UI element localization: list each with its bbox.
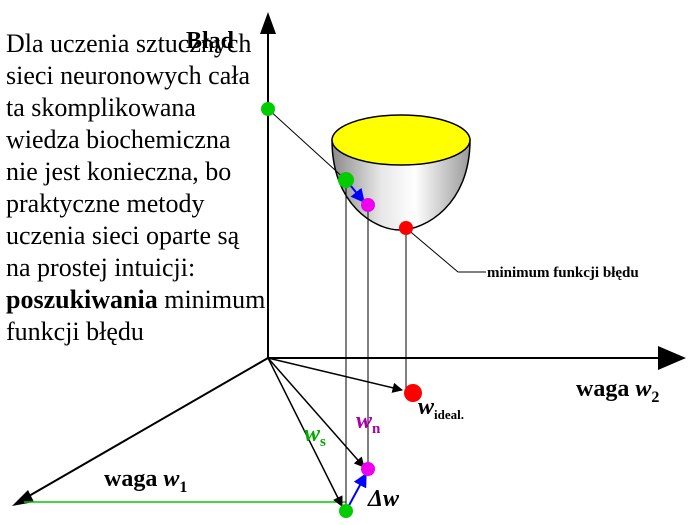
- next-point-on-surface: [361, 198, 375, 212]
- wn-point: [361, 462, 375, 476]
- ws-point: [339, 504, 353, 518]
- current-point-on-surface: [338, 172, 354, 188]
- ideal-weight-point: [404, 384, 422, 402]
- w1-axis-label: waga w1: [104, 466, 187, 496]
- vector-to-ws: [267, 357, 343, 507]
- error-axis-arrowhead: [260, 12, 276, 34]
- intro-bold: poszukiwania: [6, 285, 158, 314]
- wideal-label: wideal.: [418, 394, 464, 422]
- w1-axis: [21, 357, 269, 501]
- delta-w-vector: [345, 472, 367, 512]
- error-axis-label: Błąd: [186, 28, 235, 54]
- intro-tail: minimum funkcji błędu: [6, 285, 266, 346]
- wn-label: wn: [356, 408, 381, 437]
- start-point-on-axis: [261, 102, 275, 116]
- vector-to-ideal: [267, 357, 404, 393]
- w2-axis-label: waga w2: [576, 376, 659, 406]
- intro-body: Dla uczenia sztucznych sieci neuronowych…: [6, 29, 252, 282]
- delta-w-label: Δw: [367, 486, 400, 512]
- error-bowl-top: [331, 114, 471, 166]
- vector-to-wn: [267, 357, 365, 468]
- minimum-leader-line: [405, 227, 459, 273]
- descent-path-line: [267, 108, 347, 181]
- w2-axis-arrowhead: [658, 346, 686, 370]
- ws-label: ws: [304, 421, 326, 450]
- intro-text: Dla uczenia sztucznych sieci neuronowych…: [6, 28, 268, 348]
- w1-axis-arrowhead: [12, 490, 34, 506]
- minimum-label: minimum funkcji błędu: [487, 265, 639, 281]
- minimum-point-on-surface: [399, 221, 413, 235]
